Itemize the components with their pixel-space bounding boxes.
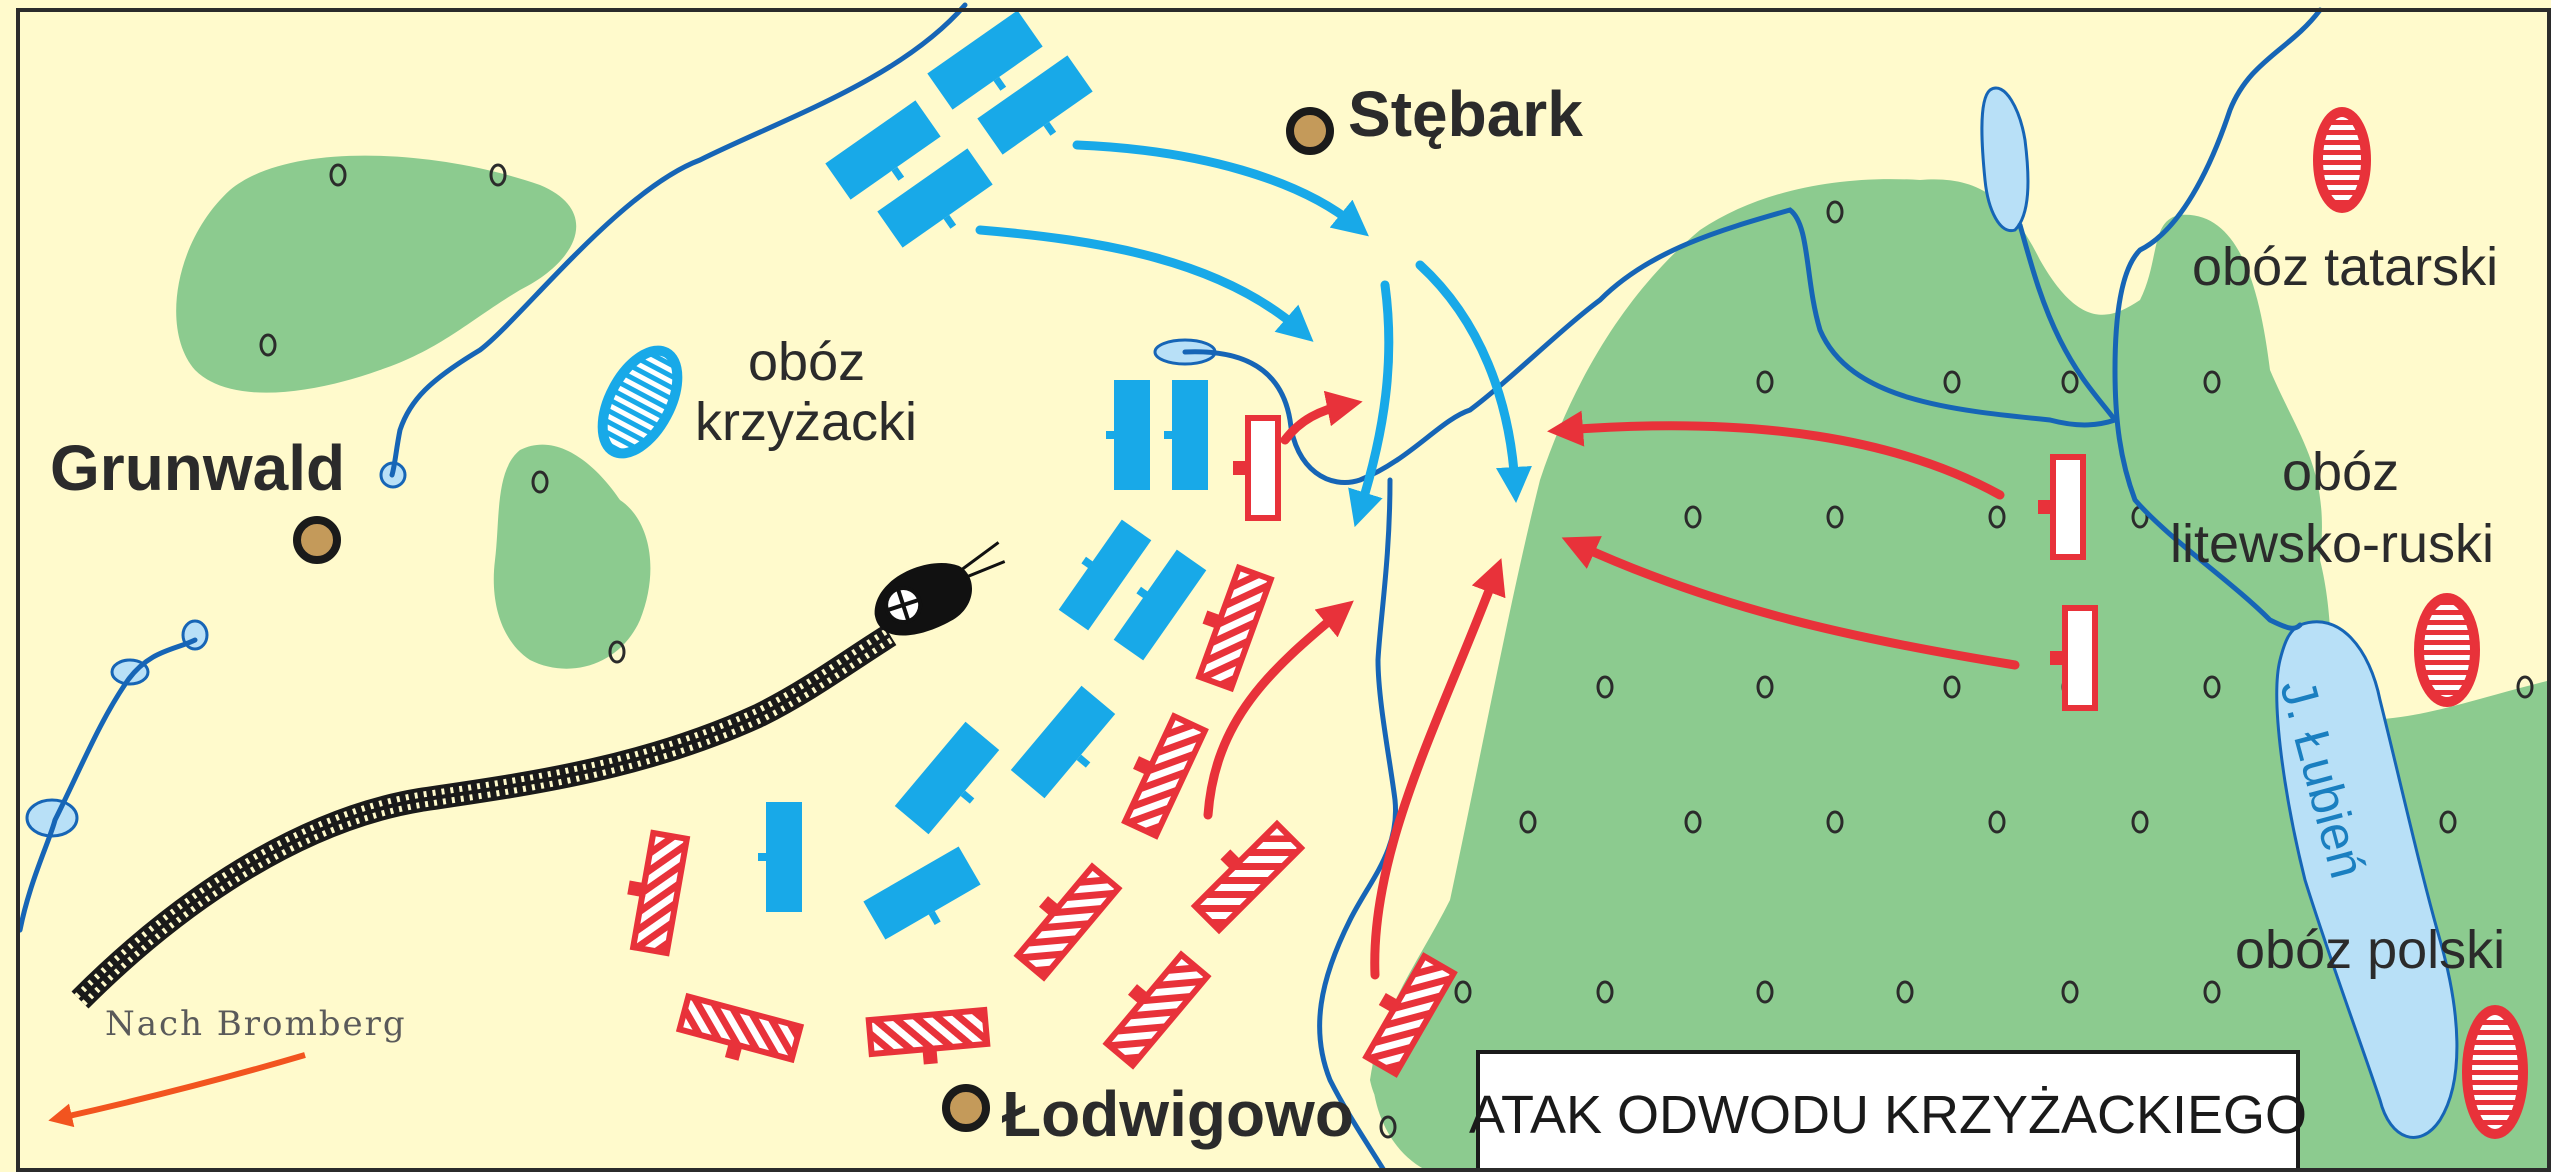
river-central	[1182, 207, 2118, 485]
town-marker-icon	[1286, 107, 1334, 155]
camp-label-lithuanian-2: litewsko-ruski	[2170, 514, 2494, 574]
forest-northwest	[176, 155, 577, 393]
teutonic-camp-icon	[597, 345, 683, 459]
river-northwest	[389, 2, 968, 478]
bromberg-direction-arrow	[48, 1052, 306, 1128]
lake-lubien	[2275, 620, 2459, 1139]
camp-label-teutonic-1: obóz	[748, 332, 865, 392]
town-markers	[293, 107, 1334, 1132]
camp-label-tatar: obóz tatarski	[2192, 237, 2498, 297]
allied-arrows	[1203, 390, 2020, 980]
map-frame	[16, 8, 2551, 1172]
rivers	[17, 2, 2323, 1172]
river-northeast	[2112, 7, 2323, 631]
town-label-lodwigowo: Łodwigowo	[1002, 1078, 1354, 1150]
tatar-camp-icon	[2313, 107, 2371, 213]
river-pond-link	[2017, 222, 2118, 423]
forest-tree-icon	[259, 163, 2534, 1139]
railway	[71, 624, 897, 1009]
town-marker-icon	[293, 516, 341, 564]
town-label-stebark: Stębark	[1348, 78, 1583, 150]
train-icon	[874, 541, 1006, 636]
camp-label-teutonic-2: krzyżacki	[695, 392, 917, 452]
forest-center-west	[493, 444, 651, 669]
river-west	[17, 637, 198, 933]
title-box: ATAK ODWODU KRZYŻACKIEGO	[1469, 1050, 2307, 1172]
allied-troops	[627, 415, 2098, 1078]
allied-camps	[2313, 107, 2528, 1139]
lithuanian-camp-icon	[2414, 593, 2480, 707]
river-central-south	[1317, 477, 1399, 1172]
bromberg-label: Nach Bromberg	[105, 1004, 407, 1044]
teutonic-troops	[758, 10, 1208, 940]
camp-label-polish: obóz polski	[2235, 920, 2505, 980]
polish-camp-icon	[2462, 1005, 2528, 1139]
town-label-grunwald: Grunwald	[50, 432, 345, 504]
map-title: ATAK ODWODU KRZYŻACKIEGO	[1469, 1085, 2307, 1145]
town-marker-icon	[942, 1084, 990, 1132]
camp-label-lithuanian-1: obóz	[2282, 442, 2399, 502]
teutonic-arrows	[975, 140, 1532, 528]
pond-north	[1980, 86, 2030, 233]
